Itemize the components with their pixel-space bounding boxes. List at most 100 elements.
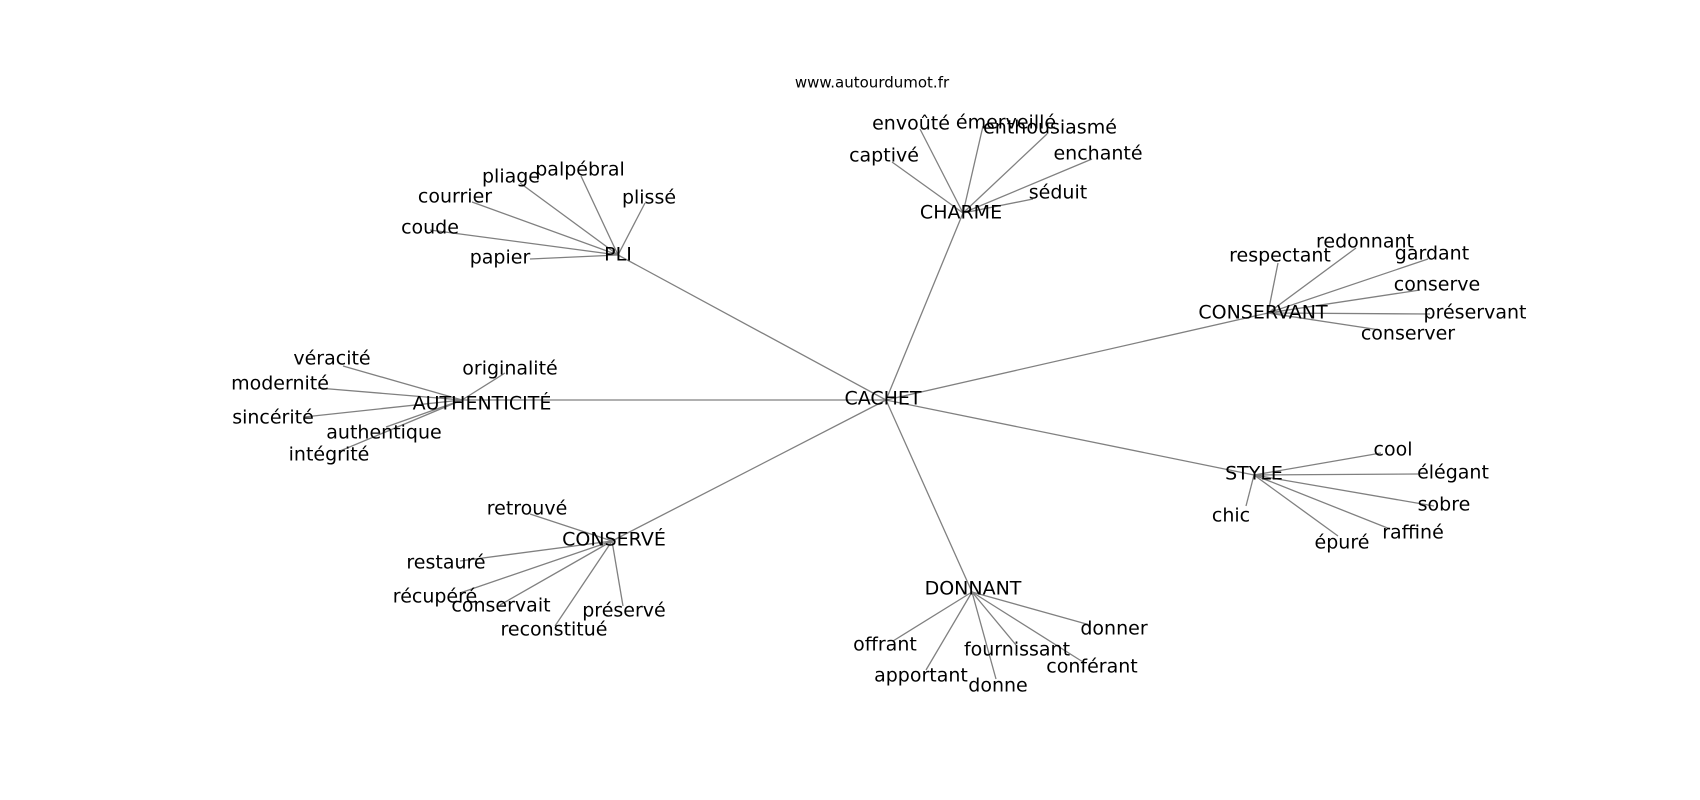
center-node: CACHET	[844, 388, 921, 410]
leaf-node-charme-5: séduit	[1029, 182, 1087, 204]
edge-donnant-5	[971, 591, 1091, 626]
leaf-node-authenticite-5: intégrité	[289, 444, 370, 466]
edge-authenticite-0	[461, 372, 506, 401]
edge-pli-2	[471, 201, 619, 256]
edge-authenticite-5	[339, 399, 463, 452]
edge-style-5	[1245, 474, 1255, 507]
edge-conserve-0	[529, 513, 613, 542]
edge-pli-5	[617, 202, 646, 256]
edge-authenticite-4	[385, 399, 463, 428]
edge-center-donnant	[885, 399, 973, 593]
leaf-node-conservant-5: conserver	[1361, 323, 1455, 345]
leaf-node-conservant-1: redonnant	[1316, 231, 1414, 253]
hub-node-style: STYLE	[1225, 463, 1283, 485]
edge-conservant-5	[1267, 312, 1381, 331]
edge-authenticite-3	[303, 399, 463, 418]
leaf-node-conservant-4: préservant	[1424, 302, 1527, 324]
edge-style-2	[1253, 474, 1435, 507]
leaf-node-style-1: élégant	[1417, 462, 1489, 484]
leaf-node-pli-2: courrier	[418, 186, 492, 208]
leaf-node-authenticite-2: modernité	[231, 373, 329, 395]
leaf-node-conservant-0: respectant	[1229, 245, 1331, 267]
leaf-node-donnant-3: fournissant	[964, 639, 1070, 661]
hub-node-conservant: CONSERVANT	[1198, 302, 1328, 324]
hub-node-pli: PLI	[604, 244, 632, 266]
hub-node-conserve: CONSERVÉ	[562, 528, 666, 551]
leaf-node-conserve-3: conservait	[451, 595, 550, 617]
edge-conservant-2	[1267, 258, 1429, 314]
edge-conserve-1	[459, 540, 613, 562]
edge-conservant-0	[1267, 262, 1279, 314]
edge-pli-0	[529, 254, 619, 260]
edge-conservant-4	[1267, 312, 1431, 315]
edge-center-style	[885, 399, 1255, 476]
leaf-node-authenticite-3: sincérité	[232, 407, 314, 429]
leaf-node-charme-1: envoûté	[872, 113, 950, 135]
edge-conserve-4	[554, 540, 613, 627]
leaf-node-pli-3: pliage	[482, 166, 540, 188]
edge-charme-4	[962, 158, 1093, 214]
edge-pli-3	[519, 182, 619, 256]
leaf-node-charme-3: enthousiasmé	[983, 117, 1117, 139]
leaf-node-authenticite-1: véracité	[293, 348, 370, 370]
hub-node-charme: CHARME	[920, 202, 1002, 224]
leaf-node-donnant-1: apportant	[874, 665, 968, 687]
leaf-node-style-3: raffiné	[1382, 522, 1444, 544]
leaf-node-pli-0: papier	[470, 247, 531, 269]
leaf-node-donnant-0: offrant	[853, 634, 917, 656]
leaf-node-conservant-2: gardant	[1395, 243, 1469, 265]
leaf-node-pli-5: plissé	[622, 187, 676, 209]
edge-pli-1	[429, 229, 619, 256]
leaf-node-charme-0: captivé	[849, 145, 919, 167]
edge-charme-0	[891, 161, 964, 214]
leaf-node-style-0: cool	[1374, 439, 1413, 461]
edge-center-conservant	[885, 312, 1269, 401]
edge-donnant-0	[892, 591, 973, 642]
edge-authenticite-2	[317, 387, 463, 401]
leaf-node-conserve-2: récupéré	[393, 586, 477, 608]
edge-center-conserve	[611, 399, 887, 542]
edge-conserve-2	[459, 540, 613, 594]
edge-style-3	[1253, 474, 1391, 530]
graph-edges	[303, 125, 1435, 680]
leaf-node-donnant-2: donne	[968, 675, 1027, 697]
edge-conserve-5	[611, 540, 624, 607]
edge-donnant-3	[971, 591, 1017, 646]
leaf-node-conserve-0: retrouvé	[487, 498, 568, 520]
edge-conserve-3	[499, 540, 613, 606]
leaf-node-conservant-3: conserve	[1394, 274, 1480, 296]
edge-pli-4	[580, 175, 619, 256]
graph-labels: CACHET PLI papier coude courrierpliagepalpéb…	[231, 112, 1526, 697]
leaf-node-conserve-5: préservé	[582, 600, 665, 622]
leaf-node-charme-2: émerveillé	[956, 112, 1056, 134]
leaf-node-style-5: chic	[1212, 505, 1250, 527]
edge-charme-3	[962, 133, 1048, 214]
edge-charme-1	[919, 128, 964, 214]
edge-center-charme	[885, 212, 964, 401]
edge-center-pli	[617, 254, 887, 401]
leaf-node-style-4: épuré	[1315, 532, 1370, 554]
edge-charme-5	[962, 198, 1034, 214]
edge-donnant-1	[925, 591, 973, 671]
leaf-node-donnant-4: conférant	[1046, 656, 1137, 678]
leaf-node-donnant-5: donner	[1080, 618, 1147, 640]
hub-node-donnant: DONNANT	[925, 578, 1022, 600]
leaf-node-pli-4: palpébral	[535, 159, 625, 181]
source-watermark: www.autourdumot.fr	[795, 74, 950, 92]
leaf-node-conserve-4: reconstitué	[500, 619, 607, 641]
edge-style-4	[1253, 474, 1339, 537]
leaf-node-authenticite-4: authentique	[326, 422, 441, 444]
leaf-node-conserve-1: restauré	[406, 552, 485, 574]
leaf-node-style-2: sobre	[1418, 494, 1471, 516]
edge-conservant-3	[1267, 289, 1421, 314]
leaf-node-charme-4: enchanté	[1053, 143, 1142, 165]
hub-node-authenticite: AUTHENTICITÉ	[413, 392, 552, 415]
edge-charme-2	[962, 125, 984, 214]
edge-style-0	[1253, 452, 1382, 476]
edge-authenticite-1	[342, 365, 463, 401]
leaf-node-pli-1: coude	[401, 217, 459, 239]
leaf-node-authenticite-0: originalité	[462, 358, 557, 380]
edge-conservant-1	[1267, 247, 1357, 314]
edge-donnant-4	[971, 591, 1084, 663]
